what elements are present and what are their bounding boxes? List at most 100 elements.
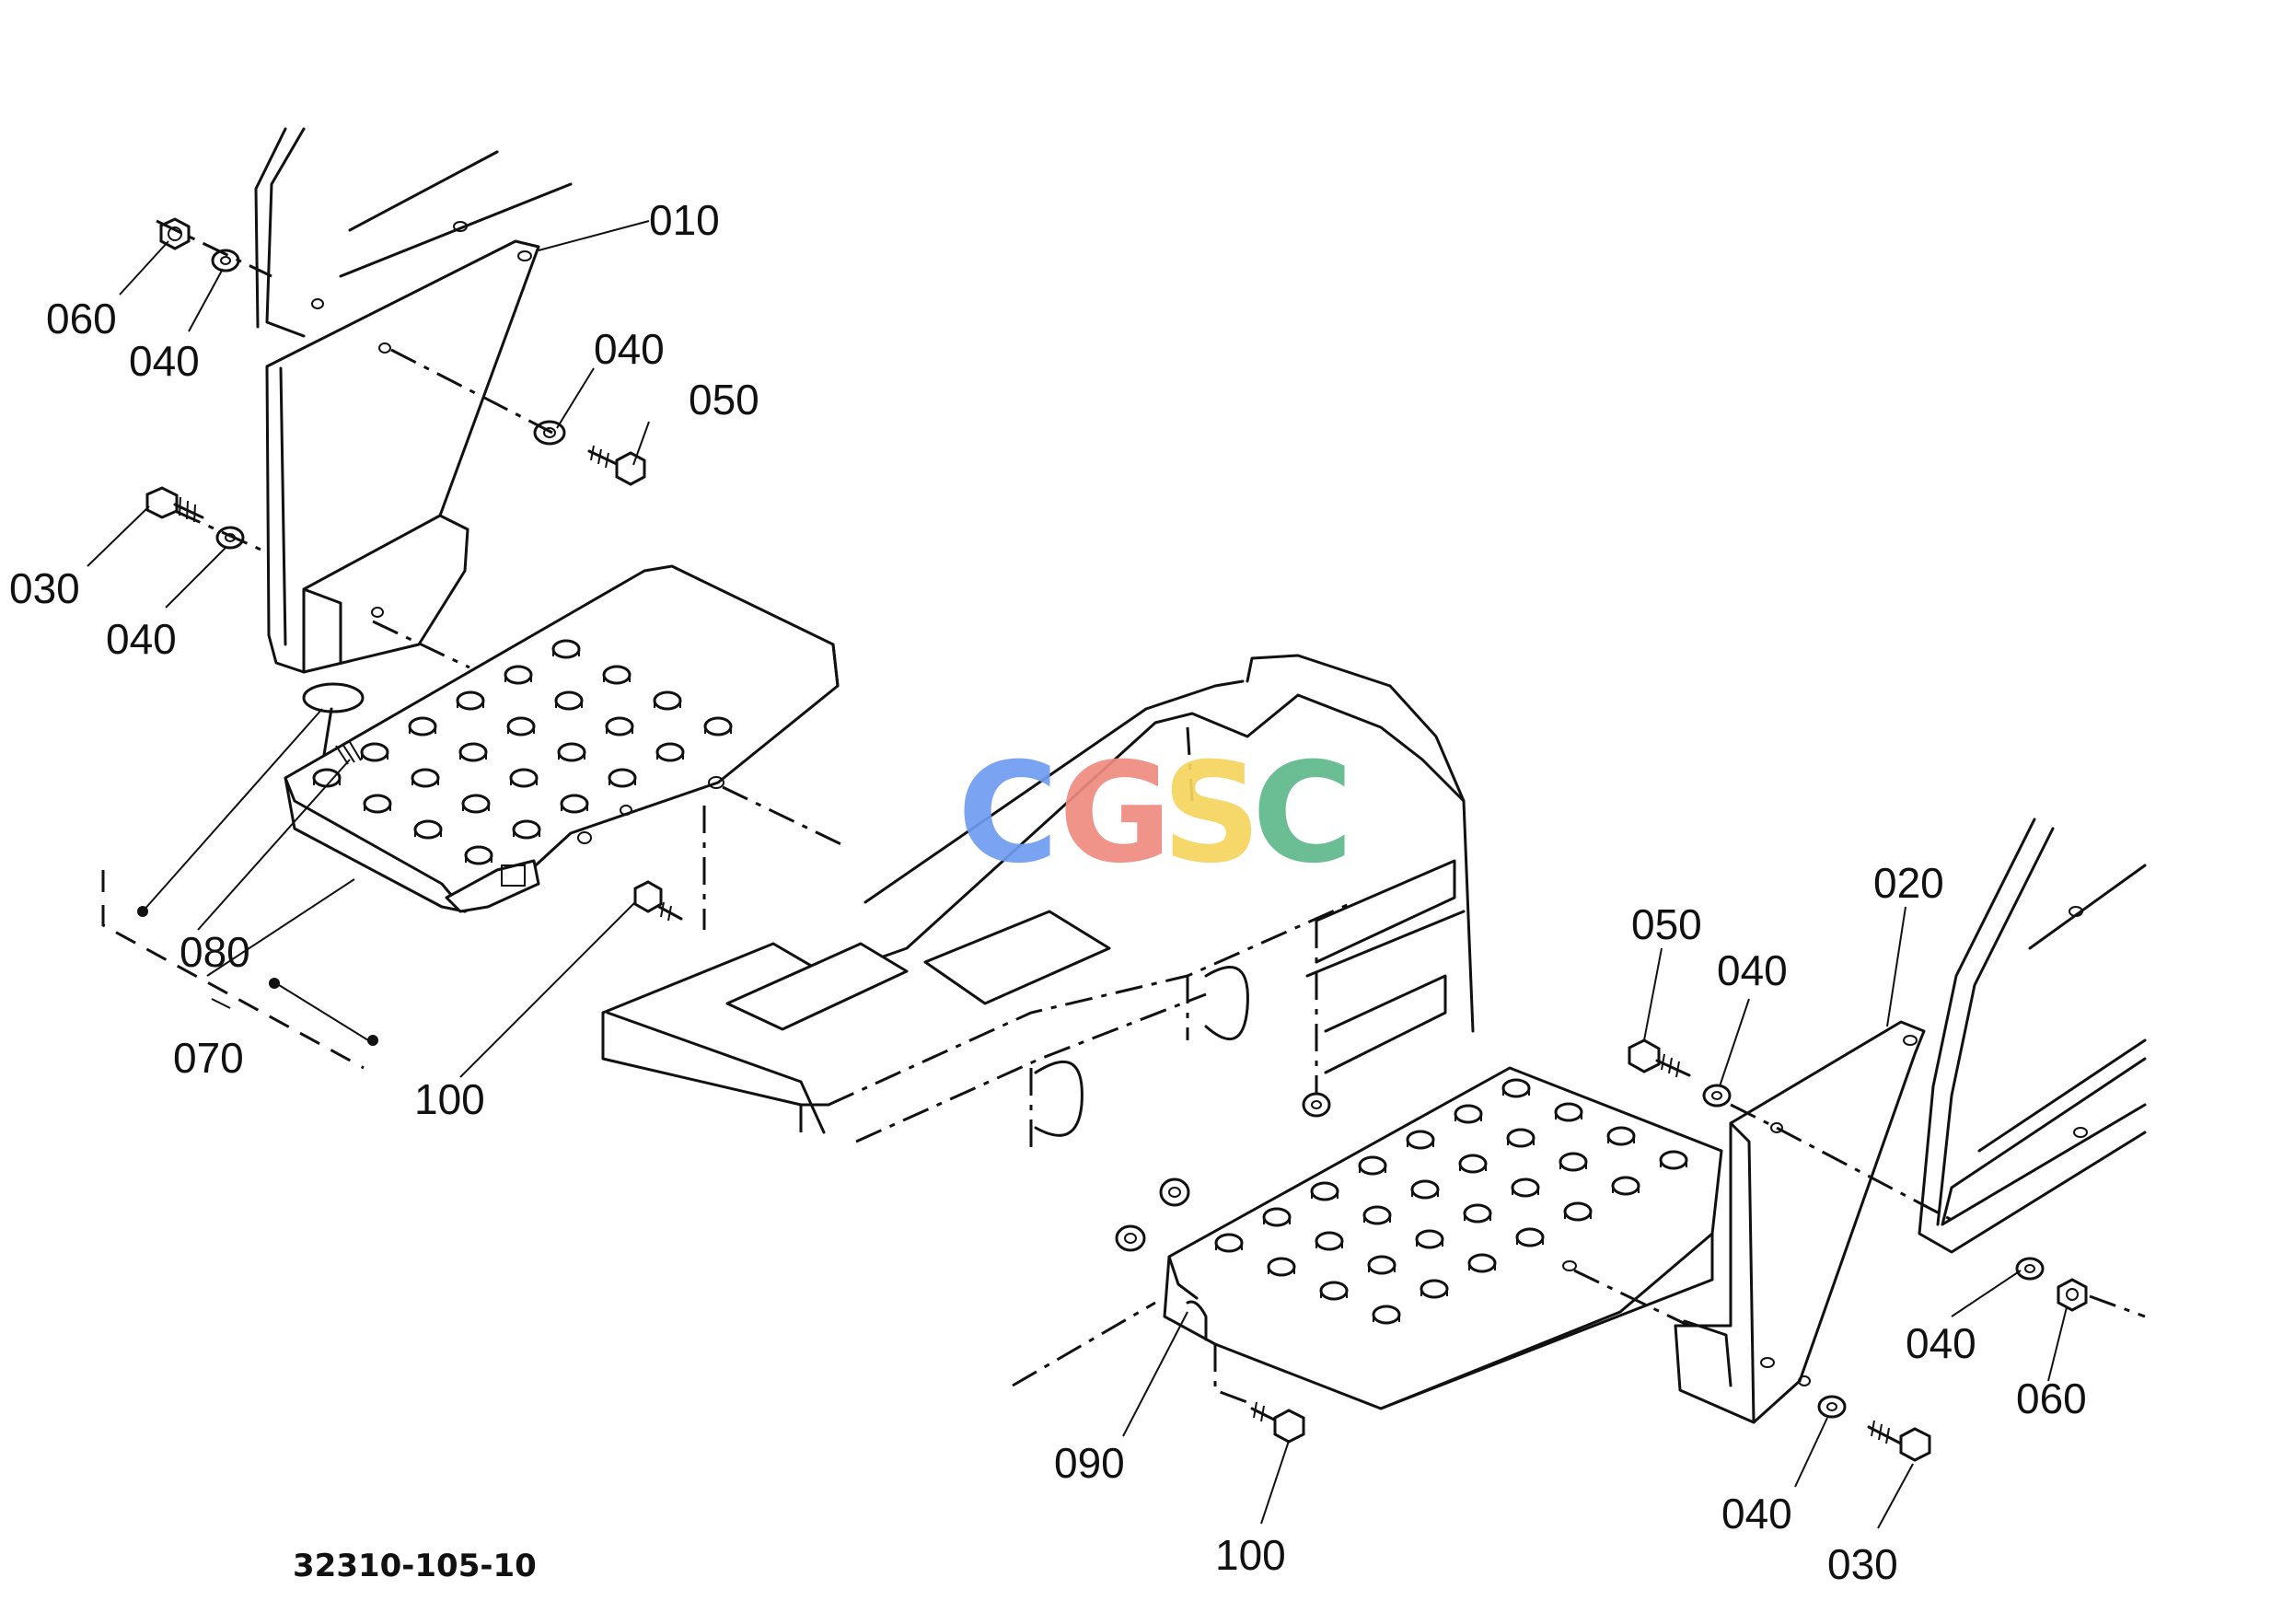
callout-070: 070 — [173, 1034, 244, 1082]
step-stud — [411, 768, 440, 788]
step-stud — [605, 716, 634, 737]
step-stud — [360, 742, 389, 762]
step-stud — [1559, 1152, 1588, 1172]
step-stud — [1463, 1203, 1492, 1224]
callout-040-left-low: 040 — [106, 615, 177, 663]
step-stud-side — [1512, 1188, 1539, 1195]
step-stud-side — [654, 701, 681, 708]
step-stud — [413, 819, 443, 840]
step-stud-side — [507, 726, 535, 734]
step-stud-side — [1559, 1162, 1587, 1169]
step-stud-side — [1359, 1166, 1386, 1173]
step-stud — [408, 716, 437, 737]
step-stud-side — [1555, 1112, 1582, 1119]
step-stud-side — [513, 829, 540, 837]
step-stud — [560, 794, 589, 814]
pin-080 — [302, 682, 365, 765]
step-stud-side — [1263, 1217, 1291, 1224]
right-step-studs — [1214, 1078, 1688, 1325]
step-stud — [551, 639, 581, 659]
step-stud — [557, 742, 586, 762]
step-stud — [1415, 1229, 1444, 1249]
step-stud — [1319, 1281, 1349, 1301]
callout-060-right: 060 — [2016, 1375, 2087, 1422]
step-stud-side — [1315, 1241, 1343, 1248]
callout-030-left: 030 — [9, 564, 80, 612]
right-fasteners — [1115, 1038, 2088, 1462]
step-stud-side — [510, 778, 538, 785]
step-stud-side — [1407, 1140, 1434, 1147]
watermark-letter-c2: C — [1252, 734, 1353, 894]
step-stud-side — [1416, 1239, 1443, 1247]
step-stud-side — [608, 778, 636, 785]
watermark-letter-c1: C — [957, 734, 1059, 894]
callout-labels: 010 060 040 040 050 030 040 080 070 100 … — [9, 196, 2087, 1588]
step-stud — [1267, 1257, 1296, 1277]
step-stud — [1511, 1177, 1540, 1198]
callout-010: 010 — [649, 196, 720, 244]
callout-050-left: 050 — [689, 376, 759, 423]
callout-090: 090 — [1054, 1439, 1125, 1487]
step-stud-side — [603, 675, 631, 682]
step-stud-side — [561, 804, 588, 811]
step-stud-side — [1516, 1237, 1544, 1245]
step-stud — [1659, 1150, 1688, 1170]
step-stud-side — [1373, 1315, 1400, 1322]
step-stud-side — [361, 752, 388, 760]
step-stud-side — [558, 752, 585, 760]
transmission-case — [601, 654, 1475, 1151]
drawing-code: 32310-105-10 — [293, 1548, 537, 1584]
step-stud — [312, 768, 342, 788]
step-stud — [509, 768, 539, 788]
callout-080: 080 — [180, 928, 250, 976]
step-stud-side — [555, 701, 583, 708]
step-stud — [655, 742, 685, 762]
callout-030-right: 030 — [1827, 1540, 1898, 1588]
step-stud — [1501, 1078, 1531, 1098]
callout-040-left-mid: 040 — [594, 325, 665, 373]
step-stud — [1611, 1176, 1640, 1196]
step-stud — [1467, 1253, 1497, 1273]
step-stud-side — [414, 829, 442, 837]
step-stud — [363, 794, 392, 814]
step-stud-side — [1454, 1114, 1482, 1121]
step-stud — [506, 716, 536, 737]
step-stud — [1310, 1181, 1339, 1201]
step-stud-side — [1660, 1160, 1687, 1167]
watermark-letter-s: S — [1162, 734, 1261, 894]
step-stud — [504, 665, 533, 685]
step-stud-side — [1564, 1212, 1592, 1219]
step-stud — [458, 742, 488, 762]
step-stud-side — [504, 675, 532, 682]
right-fender — [1918, 818, 2147, 1254]
step-stud — [1367, 1255, 1396, 1275]
cgsc-watermark: C G S C — [957, 734, 1353, 894]
right-axis-lines — [1012, 1103, 2146, 1406]
step-stud — [512, 819, 541, 840]
step-stud — [1406, 1130, 1435, 1150]
callout-060-left: 060 — [46, 295, 117, 342]
step-stud — [1563, 1201, 1593, 1222]
step-stud — [554, 690, 584, 711]
step-stud-side — [465, 855, 493, 863]
left-step-plate — [284, 564, 840, 913]
step-stud — [602, 665, 632, 685]
step-stud — [1606, 1126, 1636, 1146]
callout-040-right-mid: 040 — [1906, 1319, 1976, 1367]
step-stud-side — [313, 778, 341, 785]
step-stud-side — [1363, 1215, 1391, 1223]
step-stud — [464, 845, 493, 865]
step-stud-side — [1464, 1213, 1491, 1221]
step-stud — [1372, 1305, 1401, 1325]
step-stud-side — [704, 726, 732, 734]
right-step-bracket — [1674, 1020, 1926, 1424]
step-stud — [1214, 1233, 1244, 1253]
left-step-studs — [312, 639, 733, 865]
left-axis-lines — [101, 219, 848, 1070]
step-stud-side — [1420, 1289, 1448, 1296]
step-stud — [653, 690, 682, 711]
step-stud-side — [1612, 1186, 1640, 1193]
step-stud-side — [1607, 1136, 1635, 1143]
